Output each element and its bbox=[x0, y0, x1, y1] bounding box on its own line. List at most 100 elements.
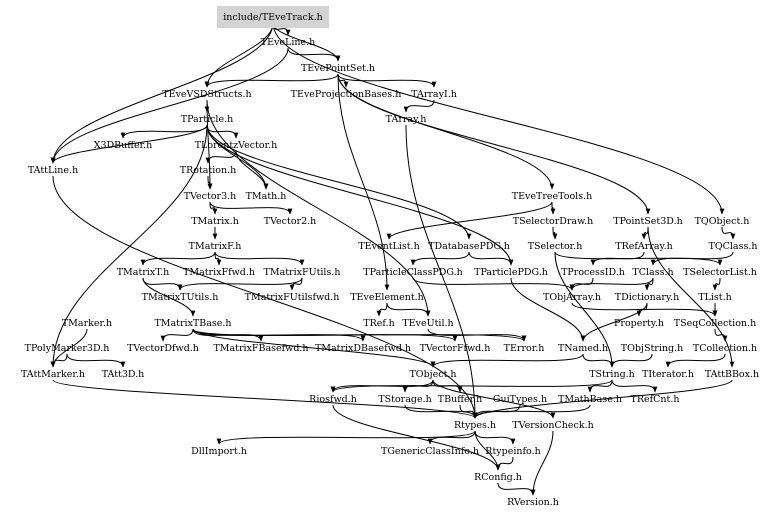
node-tarray-h: TArray.h bbox=[386, 114, 427, 125]
edge-include-tevetrack-h-to-tevevsdstructs-h bbox=[204, 22, 274, 88]
edge-trefarray-h-to-tprocessid-h bbox=[590, 251, 645, 266]
edge-tevevsdstructs-h-to-tvector3-h bbox=[206, 99, 213, 190]
edge-tparticle-h-to-x3dbuffer-h bbox=[120, 124, 208, 139]
node-tarrayi-h: TArrayI.h bbox=[411, 89, 457, 100]
node-tclass-h: TClass.h bbox=[632, 267, 673, 278]
edge-tdatabasepdg-h-to-tparticlepdg-h bbox=[468, 251, 514, 266]
node-tstring-h: TString.h bbox=[589, 369, 635, 380]
edge-tevetreetools-h-to-teventlist-h bbox=[386, 201, 553, 240]
edge-tclass-h-to-tobjarray-h bbox=[569, 277, 654, 291]
node-tselectorlist-h: TSelectorList.h bbox=[683, 267, 757, 278]
node-tprocessid-h: TProcessID.h bbox=[561, 267, 625, 278]
node-teveutil-h: TEveUtil.h bbox=[402, 318, 453, 329]
edge-tparticle-h-to-tparticlepdg-h bbox=[206, 124, 514, 266]
edge-teveutil-h-to-terror-h bbox=[427, 328, 527, 342]
node-tmatrixdbasefwd-h: TMatrixDBasefwd.h bbox=[315, 343, 411, 354]
node-tmatrixtbase-h: TMatrixTBase.h bbox=[154, 318, 231, 329]
edge-include-tevetrack-h-to-tqobject-h bbox=[272, 22, 725, 215]
edge-tlorentzvector-h-to-tmath-h bbox=[235, 150, 269, 190]
edge-tnamed-h-to-tobject-h bbox=[430, 353, 584, 368]
edge-tevetreetools-h-to-tselectordraw-h bbox=[550, 201, 556, 215]
node-teveline-h: TEveLine.h bbox=[261, 37, 316, 48]
node-tstorage-h: TStorage.h bbox=[378, 394, 431, 405]
node-tvector2-h: TVector2.h bbox=[264, 216, 317, 227]
edge-tevepointset-h-to-tpointset3d-h bbox=[337, 73, 651, 215]
node-tattmarker-h: TAttMarker.h bbox=[21, 369, 85, 380]
edge-tmatrixfutils-h-to-tmatrixtutils-h bbox=[177, 277, 303, 291]
edge-tattline-h-to-rtypes-h bbox=[52, 175, 478, 419]
node-tevepointset-h: TEvePointSet.h bbox=[301, 63, 375, 74]
node-titerator-h: TIterator.h bbox=[642, 369, 694, 380]
edge-tobjarray-h-to-tseqcollection-h bbox=[571, 302, 718, 317]
edge-tseqcollection-h-to-tcollection-h bbox=[714, 328, 728, 342]
edge-tattbbox-h-to-rtypes-h bbox=[472, 379, 733, 419]
edge-tmatrixtbase-h-to-tvectorffwd-h bbox=[192, 328, 458, 342]
node-tattbbox-h: TAttBBox.h bbox=[705, 369, 759, 380]
node-tmatrix-h: TMatrix.h bbox=[191, 216, 239, 227]
node-tevevsdstructs-h: TEveVSDStructs.h bbox=[162, 89, 251, 100]
node-tvector3-h: TVector3.h bbox=[184, 191, 237, 202]
edge-tmatrixt-h-to-tmatrixtutils-h bbox=[142, 277, 183, 291]
node-trotation-h: TRotation.h bbox=[180, 165, 237, 176]
node-tmatrixf-h: TMatrixF.h bbox=[189, 241, 242, 252]
node-tmathbase-h: TMathBase.h bbox=[558, 394, 622, 405]
edge-tmatrixf-h-to-tmatrixfutils-h bbox=[214, 251, 305, 266]
node-tmatrixfutils-h: TMatrixFUtils.h bbox=[264, 267, 341, 278]
node-tlist-h: TList.h bbox=[698, 292, 732, 303]
edge-rtypes-h-to-dllimport-h bbox=[216, 430, 476, 445]
edge-tmatrixtbase-h-to-tobject-h bbox=[192, 328, 436, 368]
node-guitypes-h: GuiTypes.h bbox=[493, 394, 547, 405]
edge-tparticle-h-to-tattline-h bbox=[50, 124, 208, 164]
edge-rtypeinfo-h-to-rconfig-h bbox=[495, 456, 514, 471]
node-tselectordraw-h: TSelectorDraw.h bbox=[513, 216, 594, 227]
node-tqobject-h: TQObject.h bbox=[695, 216, 750, 227]
node-tgenericclassinfo-h: TGenericClassInfo.h bbox=[381, 446, 479, 457]
edge-tevepointset-h-to-tevevsdstructs-h bbox=[204, 73, 339, 88]
edge-teveelement-h-to-tref-h bbox=[376, 302, 388, 317]
edge-tstring-h-to-trefcnt-h bbox=[611, 379, 658, 393]
root-node-box bbox=[217, 6, 329, 28]
edge-tarray-h-to-rtypes-h bbox=[405, 124, 478, 419]
edge-tattmarker-h-to-rtypes-h bbox=[52, 379, 478, 419]
node-rtypes-h: Rtypes.h bbox=[454, 420, 496, 431]
node-tobjstring-h: TObjString.h bbox=[621, 343, 683, 354]
edge-tpolymarker3d-h-to-tatt3d-h bbox=[66, 353, 126, 368]
edge-rconfig-h-to-rversion-h bbox=[497, 482, 536, 496]
node-tmarker-h: TMarker.h bbox=[62, 318, 112, 329]
edge-include-tevetrack-h-to-tattline-h bbox=[50, 22, 274, 164]
edge-trotation-h-to-tvector3-h bbox=[207, 175, 213, 190]
node-tselector-h: TSelector.h bbox=[528, 241, 583, 252]
edge-tmatrixf-h-to-tmatrixffwd-h bbox=[214, 251, 222, 266]
edge-tparticleclasspdg-h-to-tobjarray-h bbox=[412, 277, 575, 291]
edge-tstring-h-to-riosfwd-h bbox=[330, 379, 613, 393]
node-tdictionary-h: TDictionary.h bbox=[615, 292, 679, 303]
edge-tevepointset-h-to-teveelement-h bbox=[337, 73, 390, 291]
edge-rtypes-h-to-rtypeinfo-h bbox=[474, 430, 516, 445]
edge-tmatrixf-h-to-tmatrixt-h bbox=[140, 251, 216, 266]
node-tvectordfwd-h: TVectorDfwd.h bbox=[127, 343, 199, 354]
edge-tqclass-h-to-tclass-h bbox=[650, 251, 734, 266]
node-rconfig-h: RConfig.h bbox=[474, 472, 522, 483]
edge-tselector-h-to-tselectorlist-h bbox=[554, 251, 723, 266]
node-tevetreetools-h: TEveTreeTools.h bbox=[512, 191, 592, 202]
edge-tmatrixtbase-h-to-tvectordfwd-h bbox=[160, 328, 194, 342]
edge-teveelement-h-to-teveutil-h bbox=[386, 302, 431, 317]
edge-tcollection-h-to-titerator-h bbox=[665, 353, 726, 368]
edge-rtypes-h-to-tgenericclassinfo-h bbox=[427, 430, 476, 445]
edge-tarrayi-h-to-tarray-h bbox=[403, 99, 435, 113]
edge-tselectorlist-h-to-tlist-h bbox=[712, 277, 721, 291]
node-trefarray-h: TRefArray.h bbox=[615, 241, 672, 252]
edge-tevepointset-h-to-tarrayi-h bbox=[337, 73, 437, 88]
header-nodes: include/TEveTrack.hTEveLine.hTEvePointSe… bbox=[21, 12, 759, 508]
edge-tpointset3d-h-to-tattbbox-h bbox=[647, 226, 735, 368]
dependency-edges bbox=[50, 22, 736, 496]
edge-tevevsdstructs-h-to-teveutil-h bbox=[206, 99, 431, 317]
edge-tdatabasepdg-h-to-tparticleclasspdg-h bbox=[410, 251, 470, 266]
edge-tparticlepdg-h-to-tnamed-h bbox=[510, 277, 586, 342]
node-rversion-h: RVersion.h bbox=[507, 497, 559, 508]
node-property-h: Property.h bbox=[614, 318, 664, 329]
edge-tselectordraw-h-to-tselector-h bbox=[552, 226, 558, 240]
edge-tobject-h-to-tversioncheck-h bbox=[432, 379, 556, 419]
node-tparticle-h: TParticle.h bbox=[181, 114, 233, 125]
edge-tlorentzvector-h-to-trotation-h bbox=[205, 150, 237, 164]
